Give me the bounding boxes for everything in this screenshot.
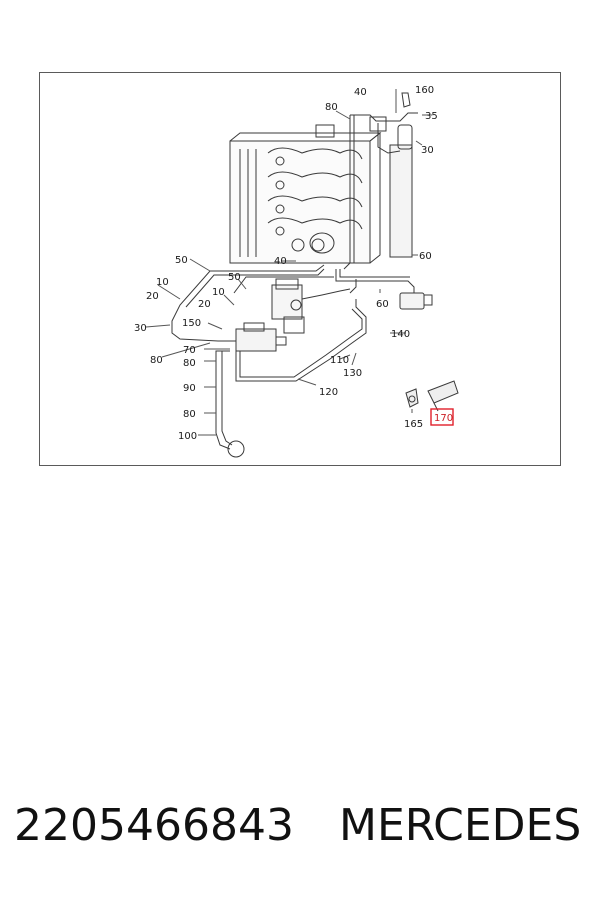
callout-10-mid: 10 xyxy=(212,287,225,298)
callout-40-mid: 40 xyxy=(274,256,287,267)
callout-50-left: 50 xyxy=(175,255,188,266)
valve-assembly xyxy=(235,278,351,352)
leader-lines xyxy=(145,89,432,436)
callout-60-right: 60 xyxy=(376,299,389,310)
callout-80-b: 80 xyxy=(183,358,196,369)
callout-10-left: 10 xyxy=(156,277,169,288)
callout-100: 100 xyxy=(178,431,197,442)
callout-70: 70 xyxy=(183,345,196,356)
vacuum-line-top xyxy=(343,92,418,270)
callout-35: 35 xyxy=(425,111,438,122)
callout-160: 160 xyxy=(415,85,434,96)
sensor-165 xyxy=(405,388,419,408)
callout-50-mid: 50 xyxy=(228,272,241,283)
callout-130: 130 xyxy=(343,368,362,379)
callout-20-mid: 20 xyxy=(198,299,211,310)
highlight-box-170 xyxy=(430,408,454,426)
brand-name: MERCEDES xyxy=(339,800,582,851)
callout-110: 110 xyxy=(330,355,349,366)
callout-140: 140 xyxy=(391,329,410,340)
callout-165: 165 xyxy=(404,419,423,430)
part-number: 2205466843 xyxy=(14,800,294,851)
intake-manifold xyxy=(229,124,413,264)
callout-30-left: 30 xyxy=(134,323,147,334)
callout-40-top: 40 xyxy=(354,87,367,98)
caption: 2205466843 MERCEDES xyxy=(0,800,600,860)
callout-80-top: 80 xyxy=(325,102,338,113)
callout-60-top: 60 xyxy=(419,251,432,262)
callout-30-top: 30 xyxy=(421,145,434,156)
callout-80-c: 80 xyxy=(183,409,196,420)
callout-90: 90 xyxy=(183,383,196,394)
callout-150: 150 xyxy=(182,318,201,329)
diagram-frame: 160 40 80 35 30 60 40 50 50 10 20 10 20 … xyxy=(39,72,561,466)
callout-80-a: 80 xyxy=(150,355,163,366)
callout-170: 170 xyxy=(434,413,453,424)
callout-20-left: 20 xyxy=(146,291,159,302)
callout-120: 120 xyxy=(319,387,338,398)
connector-60 xyxy=(399,292,433,310)
parts-diagram: 160 40 80 35 30 60 40 50 50 10 20 10 20 … xyxy=(134,85,459,458)
bracket-170 xyxy=(427,380,459,412)
hose-network xyxy=(171,264,415,458)
